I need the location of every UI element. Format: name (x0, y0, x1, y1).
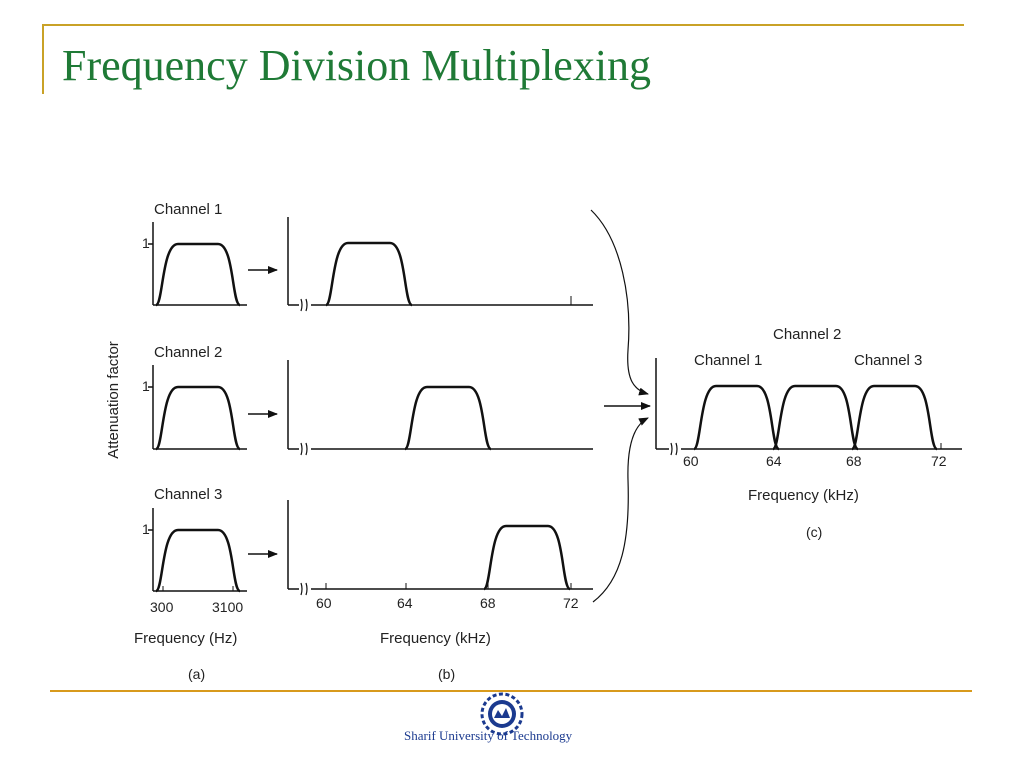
merge-arrow-bottom (592, 417, 649, 603)
footer-institution: Sharif University of Technology (404, 728, 573, 743)
combined-channel-2-curve (771, 384, 860, 451)
combined-tick-72-label: 72 (931, 453, 947, 469)
combined-tick-68-label: 68 (846, 453, 862, 469)
shifted-tick-64-label: 64 (397, 595, 413, 611)
combined-tick-60-label: 60 (683, 453, 699, 469)
title-rule-top (42, 24, 964, 26)
shifted-2-axis-break (300, 442, 308, 456)
title-rule-left (42, 24, 44, 94)
shifted-x-axis-label: Frequency (kHz) (380, 630, 491, 647)
y-axis-label: Attenuation factor (105, 341, 122, 459)
baseband-2-one-label: 1 (142, 378, 150, 394)
baseband-x-axis-label: Frequency (Hz) (134, 630, 237, 647)
sub-label-b: (b) (438, 666, 455, 682)
shifted-1-axis-break (300, 298, 308, 312)
merge-arrows (590, 209, 651, 603)
shifted-2-curve (403, 385, 493, 451)
panel-a: Channel 1 1 Channel 2 1 Channel 3 1 (134, 201, 278, 682)
baseband-2-curve (154, 385, 242, 451)
shifted-3-axis-break (300, 582, 308, 596)
combined-tick-64-label: 64 (766, 453, 782, 469)
combined-x-axis-label: Frequency (kHz) (748, 487, 859, 504)
baseband-1-curve (154, 242, 242, 307)
combined-channel-1-label: Channel 1 (694, 352, 762, 369)
panel-c: Channel 2 Channel 1 Channel 3 60 64 68 7… (655, 326, 962, 540)
sub-label-c: (c) (806, 524, 822, 540)
panel-b: 60 64 68 72 Frequency (kHz) (b) (287, 217, 593, 682)
baseband-3-curve (154, 528, 242, 593)
combined-channel-1-curve (692, 384, 781, 451)
shifted-tick-68-label: 68 (480, 595, 496, 611)
baseband-channel-2-label: Channel 2 (154, 344, 222, 361)
combined-channel-3-curve (850, 384, 939, 451)
baseband-tick-300-label: 300 (150, 599, 174, 615)
shifted-tick-60-label: 60 (316, 595, 332, 611)
baseband-1-one-label: 1 (142, 235, 150, 251)
shifted-1-curve (324, 241, 414, 307)
combined-axis-break (670, 442, 678, 456)
footer-rule (50, 690, 972, 692)
baseband-tick-3100-label: 3100 (212, 599, 243, 615)
sub-label-a: (a) (188, 666, 205, 682)
merge-arrow-top (590, 209, 649, 396)
shifted-tick-72-label: 72 (563, 595, 579, 611)
baseband-3-one-label: 1 (142, 521, 150, 537)
university-logo (480, 692, 524, 736)
baseband-channel-1-label: Channel 1 (154, 201, 222, 218)
shifted-3-curve (482, 524, 572, 591)
slide-title: Frequency Division Multiplexing (62, 41, 652, 90)
combined-channel-3-label: Channel 3 (854, 352, 922, 369)
combined-channel-2-label: Channel 2 (773, 326, 841, 343)
baseband-channel-3-label: Channel 3 (154, 486, 222, 503)
